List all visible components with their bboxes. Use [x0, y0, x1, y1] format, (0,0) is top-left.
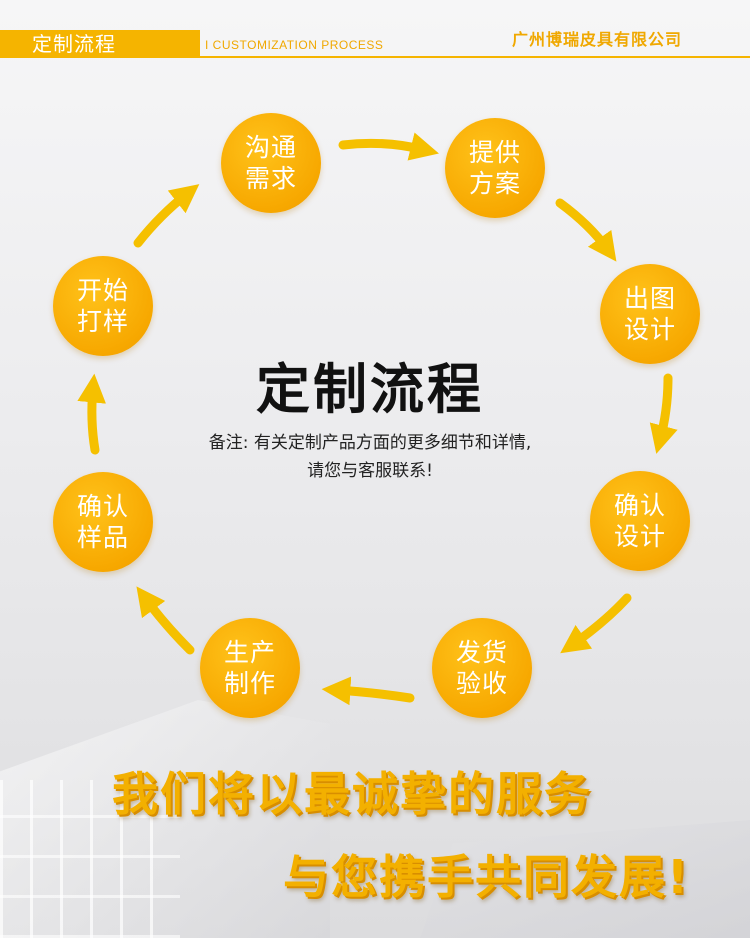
header-tab: 定制流程	[0, 30, 200, 58]
step-label: 验收	[455, 669, 508, 698]
step-label: 打样	[76, 307, 129, 336]
step-label: 设计	[613, 522, 666, 551]
header-underline	[200, 56, 750, 58]
step-label: 方案	[468, 169, 521, 198]
slogan-line-1: 我们将以最诚挚的服务	[112, 767, 592, 821]
background-window-grid	[0, 780, 180, 938]
company-name: 广州博瑞皮具有限公司	[511, 30, 682, 49]
step-communicate-needs: 沟通 需求	[221, 113, 321, 213]
step-label: 制作	[223, 669, 276, 698]
note-line-2: 请您与客服联系!	[307, 461, 433, 481]
step-label: 提供	[468, 138, 521, 167]
arrow-1	[338, 132, 439, 161]
header-subtitle: I CUSTOMIZATION PROCESS	[205, 38, 384, 52]
step-label: 确认	[76, 492, 129, 521]
step-provide-plan: 提供 方案	[445, 118, 545, 218]
step-label: 开始	[76, 276, 129, 305]
arrow-5	[321, 676, 415, 706]
step-label: 出图	[623, 284, 676, 313]
arrow-2	[555, 198, 617, 262]
step-confirm-design: 确认 设计	[590, 471, 690, 571]
center-title: 定制流程	[256, 358, 484, 421]
step-ship-inspect: 发货 验收	[432, 618, 532, 718]
step-drawing-design: 出图 设计	[600, 264, 700, 364]
arrow-6	[136, 586, 195, 655]
slogan-line-2: 与您携手共同发展!	[283, 850, 690, 904]
step-start-sampling: 开始 打样	[53, 256, 153, 356]
step-confirm-sample: 确认 样品	[53, 472, 153, 572]
step-label: 需求	[244, 164, 297, 193]
step-label: 发货	[455, 638, 508, 667]
arrow-4	[560, 593, 632, 654]
step-label: 生产	[223, 638, 276, 667]
header-bar: 定制流程 I CUSTOMIZATION PROCESS 广州博瑞皮具有限公司	[0, 30, 750, 58]
step-label: 确认	[613, 491, 666, 520]
step-label: 设计	[623, 315, 676, 344]
step-label: 样品	[76, 523, 129, 552]
step-label: 沟通	[244, 133, 297, 162]
arrow-8	[133, 184, 200, 248]
note-line-1: 备注: 有关定制产品方面的更多细节和详情,	[208, 433, 532, 453]
step-production: 生产 制作	[200, 618, 300, 718]
